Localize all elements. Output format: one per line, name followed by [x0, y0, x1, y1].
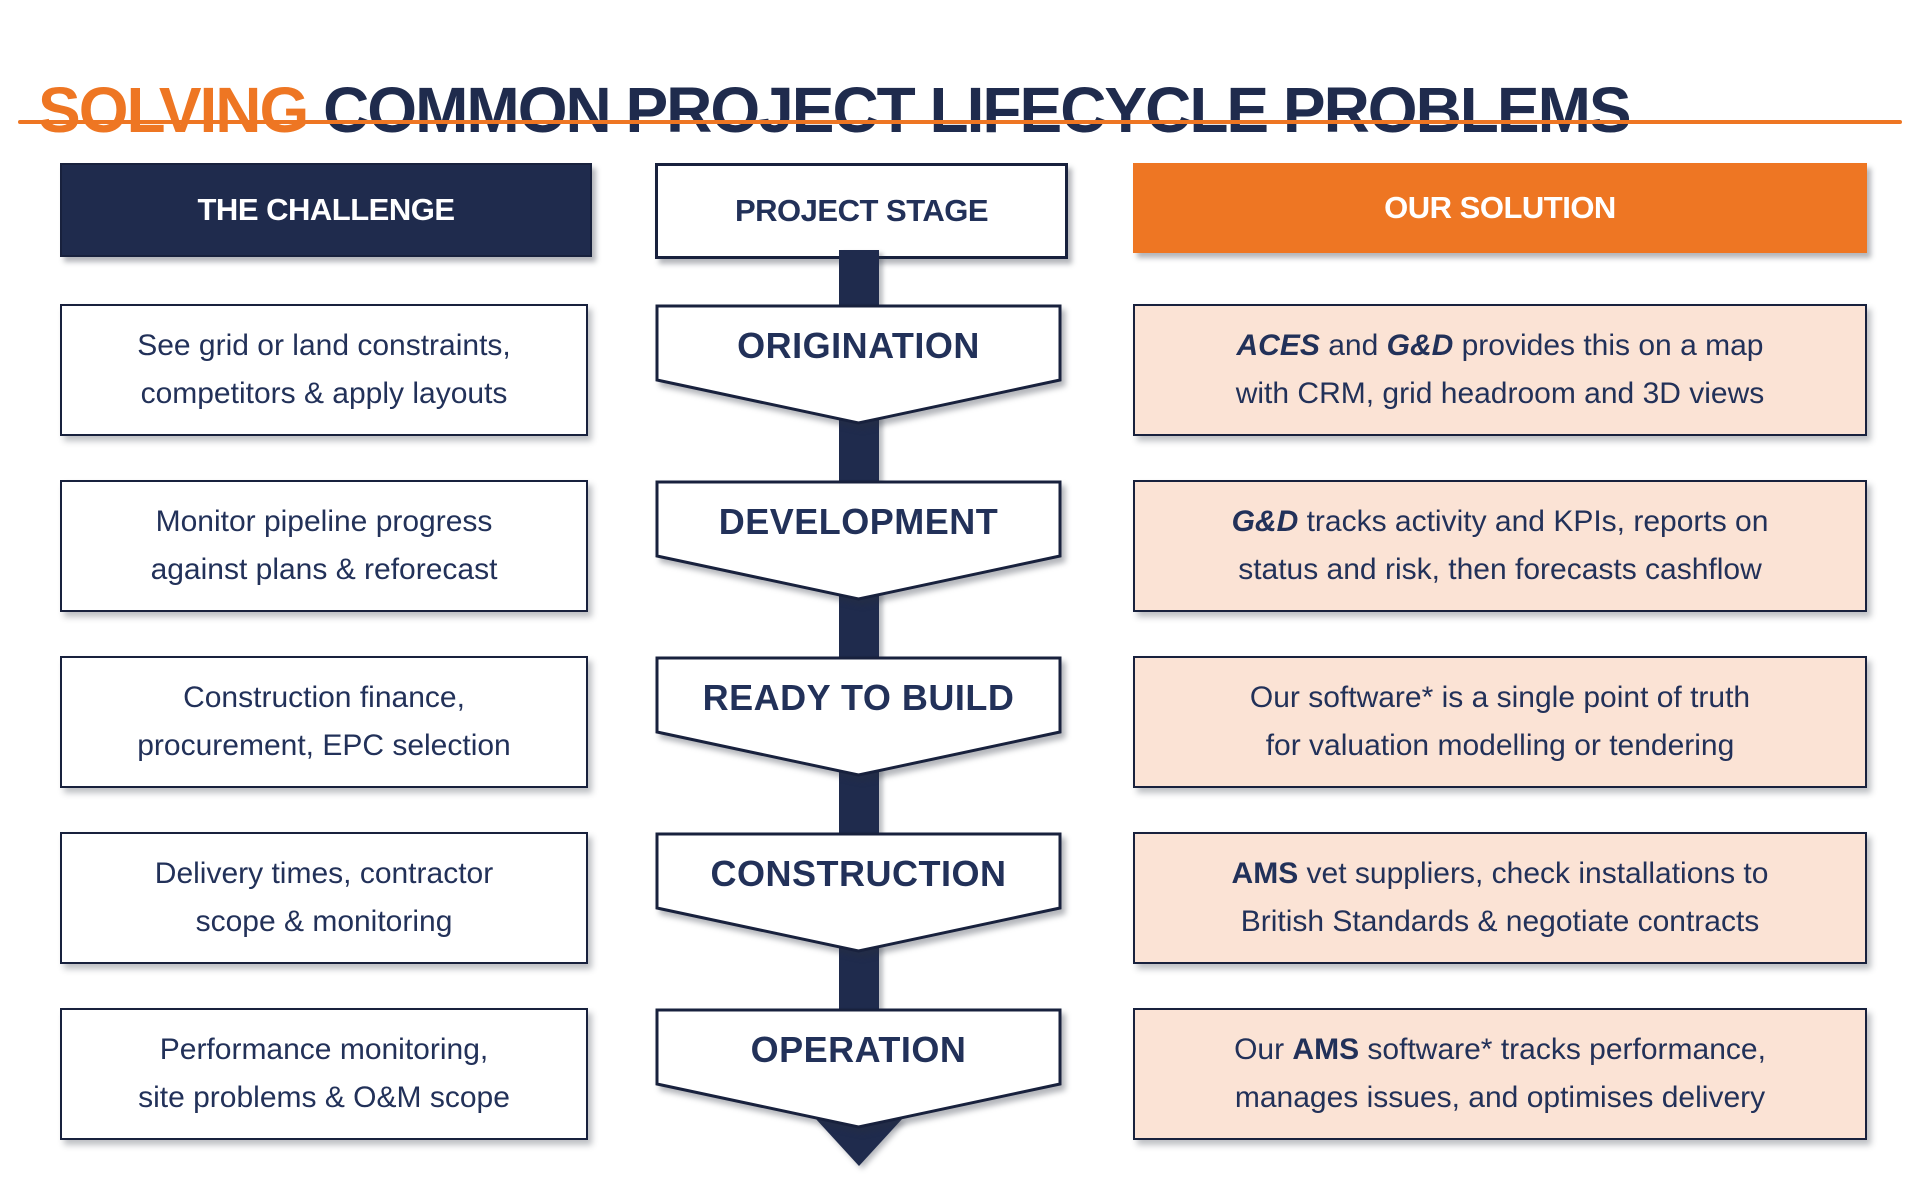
page-title-highlight: SOLVING	[38, 73, 309, 146]
chevron-banner-icon	[655, 304, 1062, 425]
stage-label: OPERATION	[750, 1029, 967, 1070]
column-header-solution: OUR SOLUTION	[1133, 163, 1867, 253]
column-header-solution-label: OUR SOLUTION	[1384, 190, 1616, 225]
challenge-text: Construction finance,procurement, EPC se…	[137, 681, 511, 762]
solution-text: Our AMS software* tracks performance,man…	[1234, 1033, 1766, 1114]
title-underline	[18, 120, 1902, 124]
solution-box: Our software* is a single point of truth…	[1133, 656, 1867, 788]
challenge-text: Performance monitoring,site problems & O…	[138, 1033, 510, 1114]
challenge-box: See grid or land constraints,competitors…	[60, 304, 588, 436]
chevron-banner-icon	[655, 480, 1062, 601]
stage-chevron: DEVELOPMENT	[655, 480, 1062, 602]
page-title: SOLVING COMMON PROJECT LIFECYCLE PROBLEM…	[38, 73, 1632, 147]
page-title-rest: COMMON PROJECT LIFECYCLE PROBLEMS	[307, 73, 1632, 146]
stage-chevron: CONSTRUCTION	[655, 832, 1062, 954]
column-header-stage: PROJECT STAGE	[655, 163, 1068, 259]
solution-box: Our AMS software* tracks performance,man…	[1133, 1008, 1867, 1140]
chevron-banner-icon	[655, 1008, 1062, 1129]
column-header-stage-label: PROJECT STAGE	[734, 193, 989, 228]
stage-chevron: ORIGINATION	[655, 304, 1062, 426]
stage-label: DEVELOPMENT	[718, 501, 999, 542]
chevron-banner-icon	[655, 656, 1062, 777]
solution-text: AMS vet suppliers, check installations t…	[1231, 857, 1769, 938]
solution-text: G&D tracks activity and KPIs, reports on…	[1231, 505, 1769, 586]
stage-chevron: OPERATION	[655, 1008, 1062, 1130]
stage-label: READY TO BUILD	[702, 677, 1015, 718]
solution-box: AMS vet suppliers, check installations t…	[1133, 832, 1867, 964]
stage-chevron: READY TO BUILD	[655, 656, 1062, 778]
stage-label: CONSTRUCTION	[710, 853, 1007, 894]
column-header-challenge: THE CHALLENGE	[60, 163, 592, 257]
solution-box: G&D tracks activity and KPIs, reports on…	[1133, 480, 1867, 612]
column-header-challenge-label: THE CHALLENGE	[197, 192, 456, 227]
challenge-box: Performance monitoring,site problems & O…	[60, 1008, 588, 1140]
stage-label: ORIGINATION	[737, 325, 980, 366]
chevron-banner-icon	[655, 832, 1062, 953]
challenge-text: See grid or land constraints,competitors…	[137, 329, 511, 410]
challenge-box: Construction finance,procurement, EPC se…	[60, 656, 588, 788]
solution-text: Our software* is a single point of truth…	[1249, 681, 1751, 762]
